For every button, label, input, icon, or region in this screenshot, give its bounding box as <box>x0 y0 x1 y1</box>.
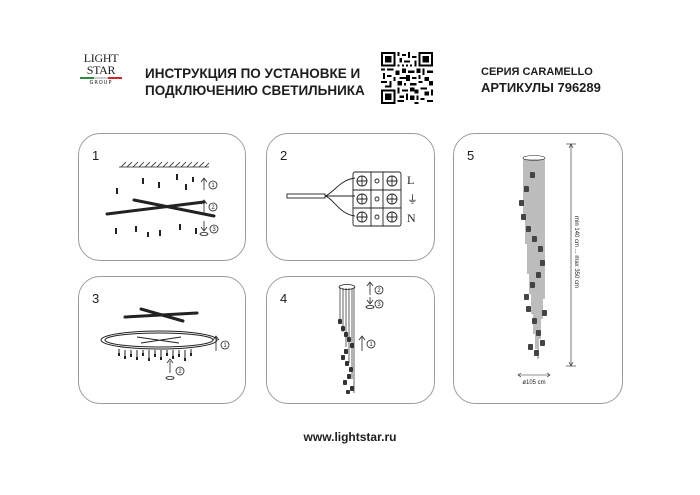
pendant-hanging-illustration: 2 3 1 <box>338 281 384 394</box>
panel-number: 1 <box>92 148 100 163</box>
panel-number: 3 <box>92 291 100 306</box>
article-label: АРТИКУЛЫ 796289 <box>481 80 601 95</box>
diameter-label: ø105 cm <box>522 380 545 386</box>
step-marker: 1 <box>223 343 227 349</box>
logo-line3: GROUP <box>89 80 113 86</box>
dimensions-illustration: min 140 cm ... max 350 cm ø105 cm <box>517 143 579 386</box>
logo-flag <box>80 77 122 79</box>
step-panel-4: 4 2 3 1 <box>266 276 435 404</box>
panel-number: 2 <box>280 148 288 163</box>
step-panel-2: 2 L ⏚ N <box>266 133 435 261</box>
ceiling-mount-illustration: 1 2 3 <box>105 161 219 237</box>
instruction-title: ИНСТРУКЦИЯ ПО УСТАНОВКЕ И ПОДКЛЮЧЕНИЮ СВ… <box>145 65 365 99</box>
step-marker: 2 <box>211 205 215 211</box>
step-marker: 3 <box>377 302 381 308</box>
wire-label-neutral: N <box>407 211 416 225</box>
wiring-illustration: L ⏚ N <box>286 171 418 227</box>
wire-label-ground: ⏚ <box>407 193 418 206</box>
step-marker: 1 <box>211 183 215 189</box>
logo-line2: STAR <box>86 63 116 77</box>
panel-number: 5 <box>467 148 475 163</box>
height-range-label: min 140 cm ... max 350 cm <box>573 216 579 288</box>
lightstar-logo: LIGHT STAR GROUP <box>80 52 122 104</box>
title-line2: ПОДКЛЮЧЕНИЮ СВЕТИЛЬНИКА <box>145 83 365 98</box>
logo-line1: LIGHT <box>83 51 119 65</box>
step-marker: 3 <box>212 227 216 233</box>
panel-number: 4 <box>280 291 288 306</box>
step-panel-5: 5 min 140 cm ... <box>453 133 623 404</box>
step-panel-1: 1 1 2 3 <box>78 133 246 261</box>
step-panel-3: 3 <box>78 276 246 404</box>
title-line1: ИНСТРУКЦИЯ ПО УСТАНОВКЕ И <box>145 66 361 81</box>
qr-code[interactable] <box>381 52 433 104</box>
step-marker: 1 <box>369 342 373 348</box>
canopy-assembly-illustration: 1 2 <box>100 307 230 380</box>
series-label: СЕРИЯ CARAMELLO <box>481 66 593 78</box>
wire-label-line: L <box>407 173 414 187</box>
step-marker: 2 <box>377 288 381 294</box>
website-link[interactable]: www.lightstar.ru <box>303 430 397 444</box>
step-marker: 2 <box>178 369 182 375</box>
